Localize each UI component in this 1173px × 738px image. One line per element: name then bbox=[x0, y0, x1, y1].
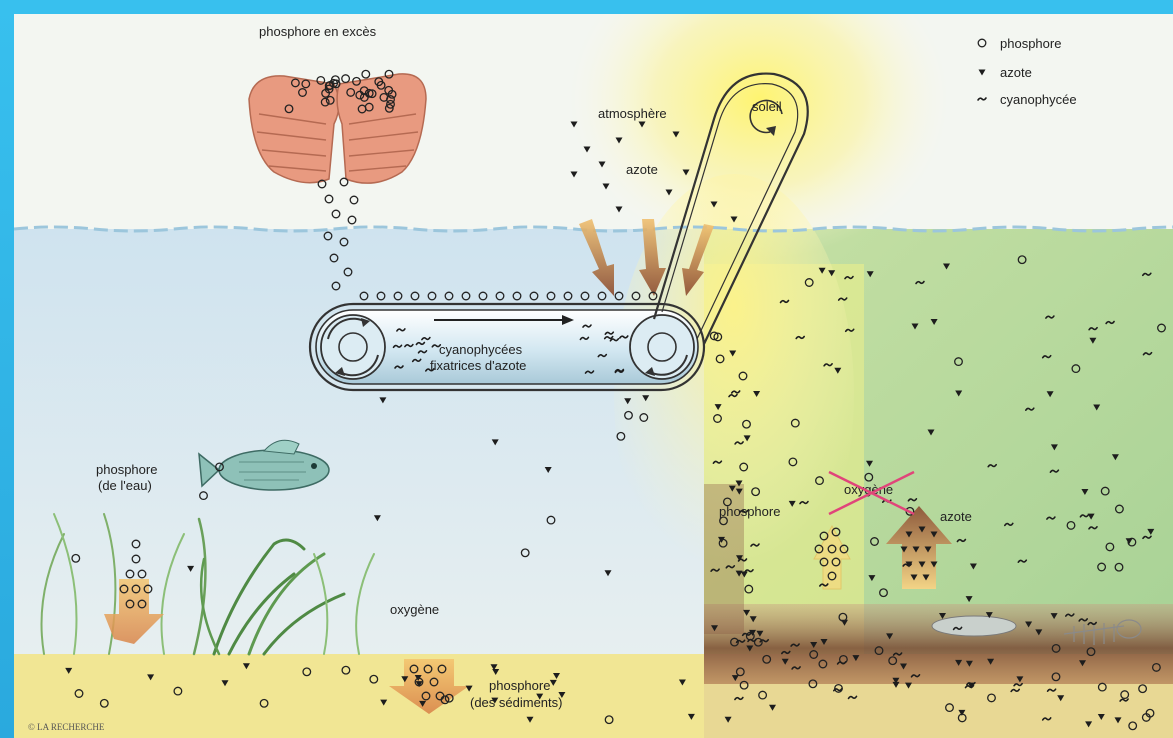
cyanobacteria-symbol bbox=[1043, 718, 1051, 720]
cyanobacteria-symbol bbox=[957, 540, 965, 542]
cyanobacteria-symbol bbox=[1047, 517, 1055, 519]
cyanobacteria-symbol bbox=[1089, 527, 1097, 529]
cyanobacteria-symbol bbox=[1018, 560, 1026, 562]
cyanobacteria-symbol bbox=[1143, 536, 1151, 538]
diagram-panel: oxygène phosphore azote cyanophycée phos… bbox=[14, 14, 1173, 738]
cyanobacteria-symbol bbox=[419, 351, 427, 353]
cyanobacteria-symbol bbox=[1011, 689, 1019, 691]
cyanobacteria-symbol bbox=[711, 569, 719, 571]
cyanobacteria-symbol bbox=[586, 371, 594, 373]
cyanobacteria-symbol bbox=[751, 544, 759, 546]
cyanobacteria-symbol bbox=[912, 675, 920, 677]
label-phosphore-sed-1: phosphore bbox=[489, 678, 550, 693]
cyanobacteria-symbol bbox=[394, 345, 402, 347]
legend-phosphore-label: phosphore bbox=[1000, 36, 1061, 51]
cyanobacteria-symbol bbox=[781, 301, 789, 303]
cyanobacteria-symbol bbox=[791, 644, 799, 646]
cyanobacteria-symbol bbox=[598, 355, 606, 357]
cyanobacteria-symbol bbox=[583, 325, 591, 327]
cyanobacteria-symbol bbox=[1143, 273, 1151, 275]
right-wheel bbox=[630, 315, 694, 379]
cyanobacteria-symbol bbox=[894, 653, 902, 655]
cyanobacteria-symbol bbox=[729, 395, 737, 397]
cyanobacteria-symbol bbox=[1106, 322, 1114, 324]
cyanobacteria-symbol bbox=[422, 338, 430, 340]
cyanobacteria-symbol bbox=[605, 337, 613, 339]
cyanobacteria-symbol bbox=[838, 662, 846, 664]
cyanobacteria-symbol bbox=[745, 570, 753, 572]
cyanobacteria-symbol bbox=[846, 329, 854, 331]
cyanobacteria-symbol bbox=[405, 345, 413, 347]
cyanobacteria-symbol bbox=[954, 627, 962, 629]
cyanobacteria-symbol bbox=[413, 359, 421, 361]
cyanobacteria-symbol bbox=[416, 343, 424, 345]
cyanobacteria-symbol bbox=[605, 332, 613, 334]
cyanobacteria-symbol bbox=[397, 329, 405, 331]
label-phosphore-en-exces: phosphore en excès bbox=[259, 24, 377, 39]
cyanobacteria-symbol bbox=[1080, 515, 1088, 517]
cyanobacteria-symbol bbox=[820, 584, 828, 586]
cyanobacteria-symbol bbox=[1046, 316, 1054, 318]
cyanobacteria-symbol bbox=[1079, 619, 1087, 621]
cyanobacteria-symbol bbox=[1120, 699, 1128, 701]
label-cyanophycees: cyanophycées bbox=[439, 342, 523, 357]
sediment-layer-left bbox=[14, 654, 714, 738]
cyanobacteria-symbol bbox=[713, 461, 721, 463]
legend-cyanophycee-label: cyanophycée bbox=[1000, 92, 1077, 107]
cyanobacteria-symbol bbox=[1089, 328, 1097, 330]
cyanobacteria-symbol bbox=[800, 502, 808, 504]
label-oxygene: oxygène bbox=[390, 602, 439, 617]
cyanobacteria-symbol bbox=[732, 391, 740, 393]
label-phosphore-sed-2: (des sédiments) bbox=[470, 695, 562, 710]
cyanobacteria-symbol bbox=[916, 282, 924, 284]
cyanobacteria-symbol bbox=[824, 364, 832, 366]
cyanobacteria-symbol bbox=[1048, 689, 1056, 691]
label-soleil: soleil bbox=[752, 99, 782, 114]
cyanobacteria-symbol bbox=[748, 639, 756, 641]
eutrophication-diagram: oxygène phosphore azote cyanophycée phos… bbox=[14, 14, 1173, 738]
cyanobacteria-symbol bbox=[1005, 523, 1013, 525]
cyanobacteria-symbol bbox=[580, 337, 588, 339]
cyanobacteria-symbol bbox=[1050, 470, 1058, 472]
label-azote-top: azote bbox=[626, 162, 658, 177]
label-atmosphere: atmosphère bbox=[598, 106, 667, 121]
cyanobacteria-symbol bbox=[610, 339, 618, 341]
label-fixatrices: fixatrices d'azote bbox=[430, 358, 526, 373]
cyanobacteria-symbol bbox=[1088, 623, 1096, 625]
label-phosphore-right: phosphore bbox=[719, 504, 780, 519]
cyanobacteria-symbol bbox=[796, 337, 804, 339]
cyanobacteria-symbol bbox=[1043, 356, 1051, 358]
label-azote-right: azote bbox=[940, 509, 972, 524]
cyanobacteria-symbol bbox=[845, 277, 853, 279]
cyanobacteria-symbol bbox=[908, 499, 916, 501]
cyanobacteria-symbol bbox=[395, 366, 403, 368]
cyanobacteria-symbol bbox=[988, 465, 996, 467]
cyanobacteria-symbol bbox=[760, 640, 768, 642]
cyanobacteria-symbol bbox=[739, 559, 747, 561]
cyanobacteria-symbol bbox=[1144, 353, 1152, 355]
cyanobacteria-symbol bbox=[1026, 408, 1034, 410]
legend-azote-label: azote bbox=[1000, 65, 1032, 80]
cyanobacteria-symbol bbox=[737, 640, 745, 642]
cyanobacteria-symbol bbox=[839, 298, 847, 300]
cyanobacteria-symbol bbox=[849, 696, 857, 698]
legend-cyanophycee-icon bbox=[978, 98, 986, 100]
credit-la-recherche: © LA RECHERCHE bbox=[28, 722, 105, 732]
cyanobacteria-symbol bbox=[620, 336, 628, 338]
anoxic-mud bbox=[704, 604, 1173, 684]
cyanobacteria-symbol bbox=[782, 652, 790, 654]
label-phosphore-eau-2: (de l'eau) bbox=[98, 478, 152, 493]
cyanobacteria-symbol bbox=[743, 633, 751, 635]
cyanobacteria-symbol bbox=[1066, 614, 1074, 616]
cyanobacteria-symbol bbox=[726, 566, 734, 568]
cyanobacteria-symbol bbox=[735, 698, 743, 700]
cyanobacteria-symbol bbox=[735, 442, 743, 444]
cyanobacteria-symbol bbox=[792, 667, 800, 669]
label-phosphore-eau-1: phosphore bbox=[96, 462, 157, 477]
cyanobacteria-symbol bbox=[1014, 684, 1022, 686]
left-wheel bbox=[321, 315, 385, 379]
cyanobacteria-symbol bbox=[615, 370, 623, 372]
